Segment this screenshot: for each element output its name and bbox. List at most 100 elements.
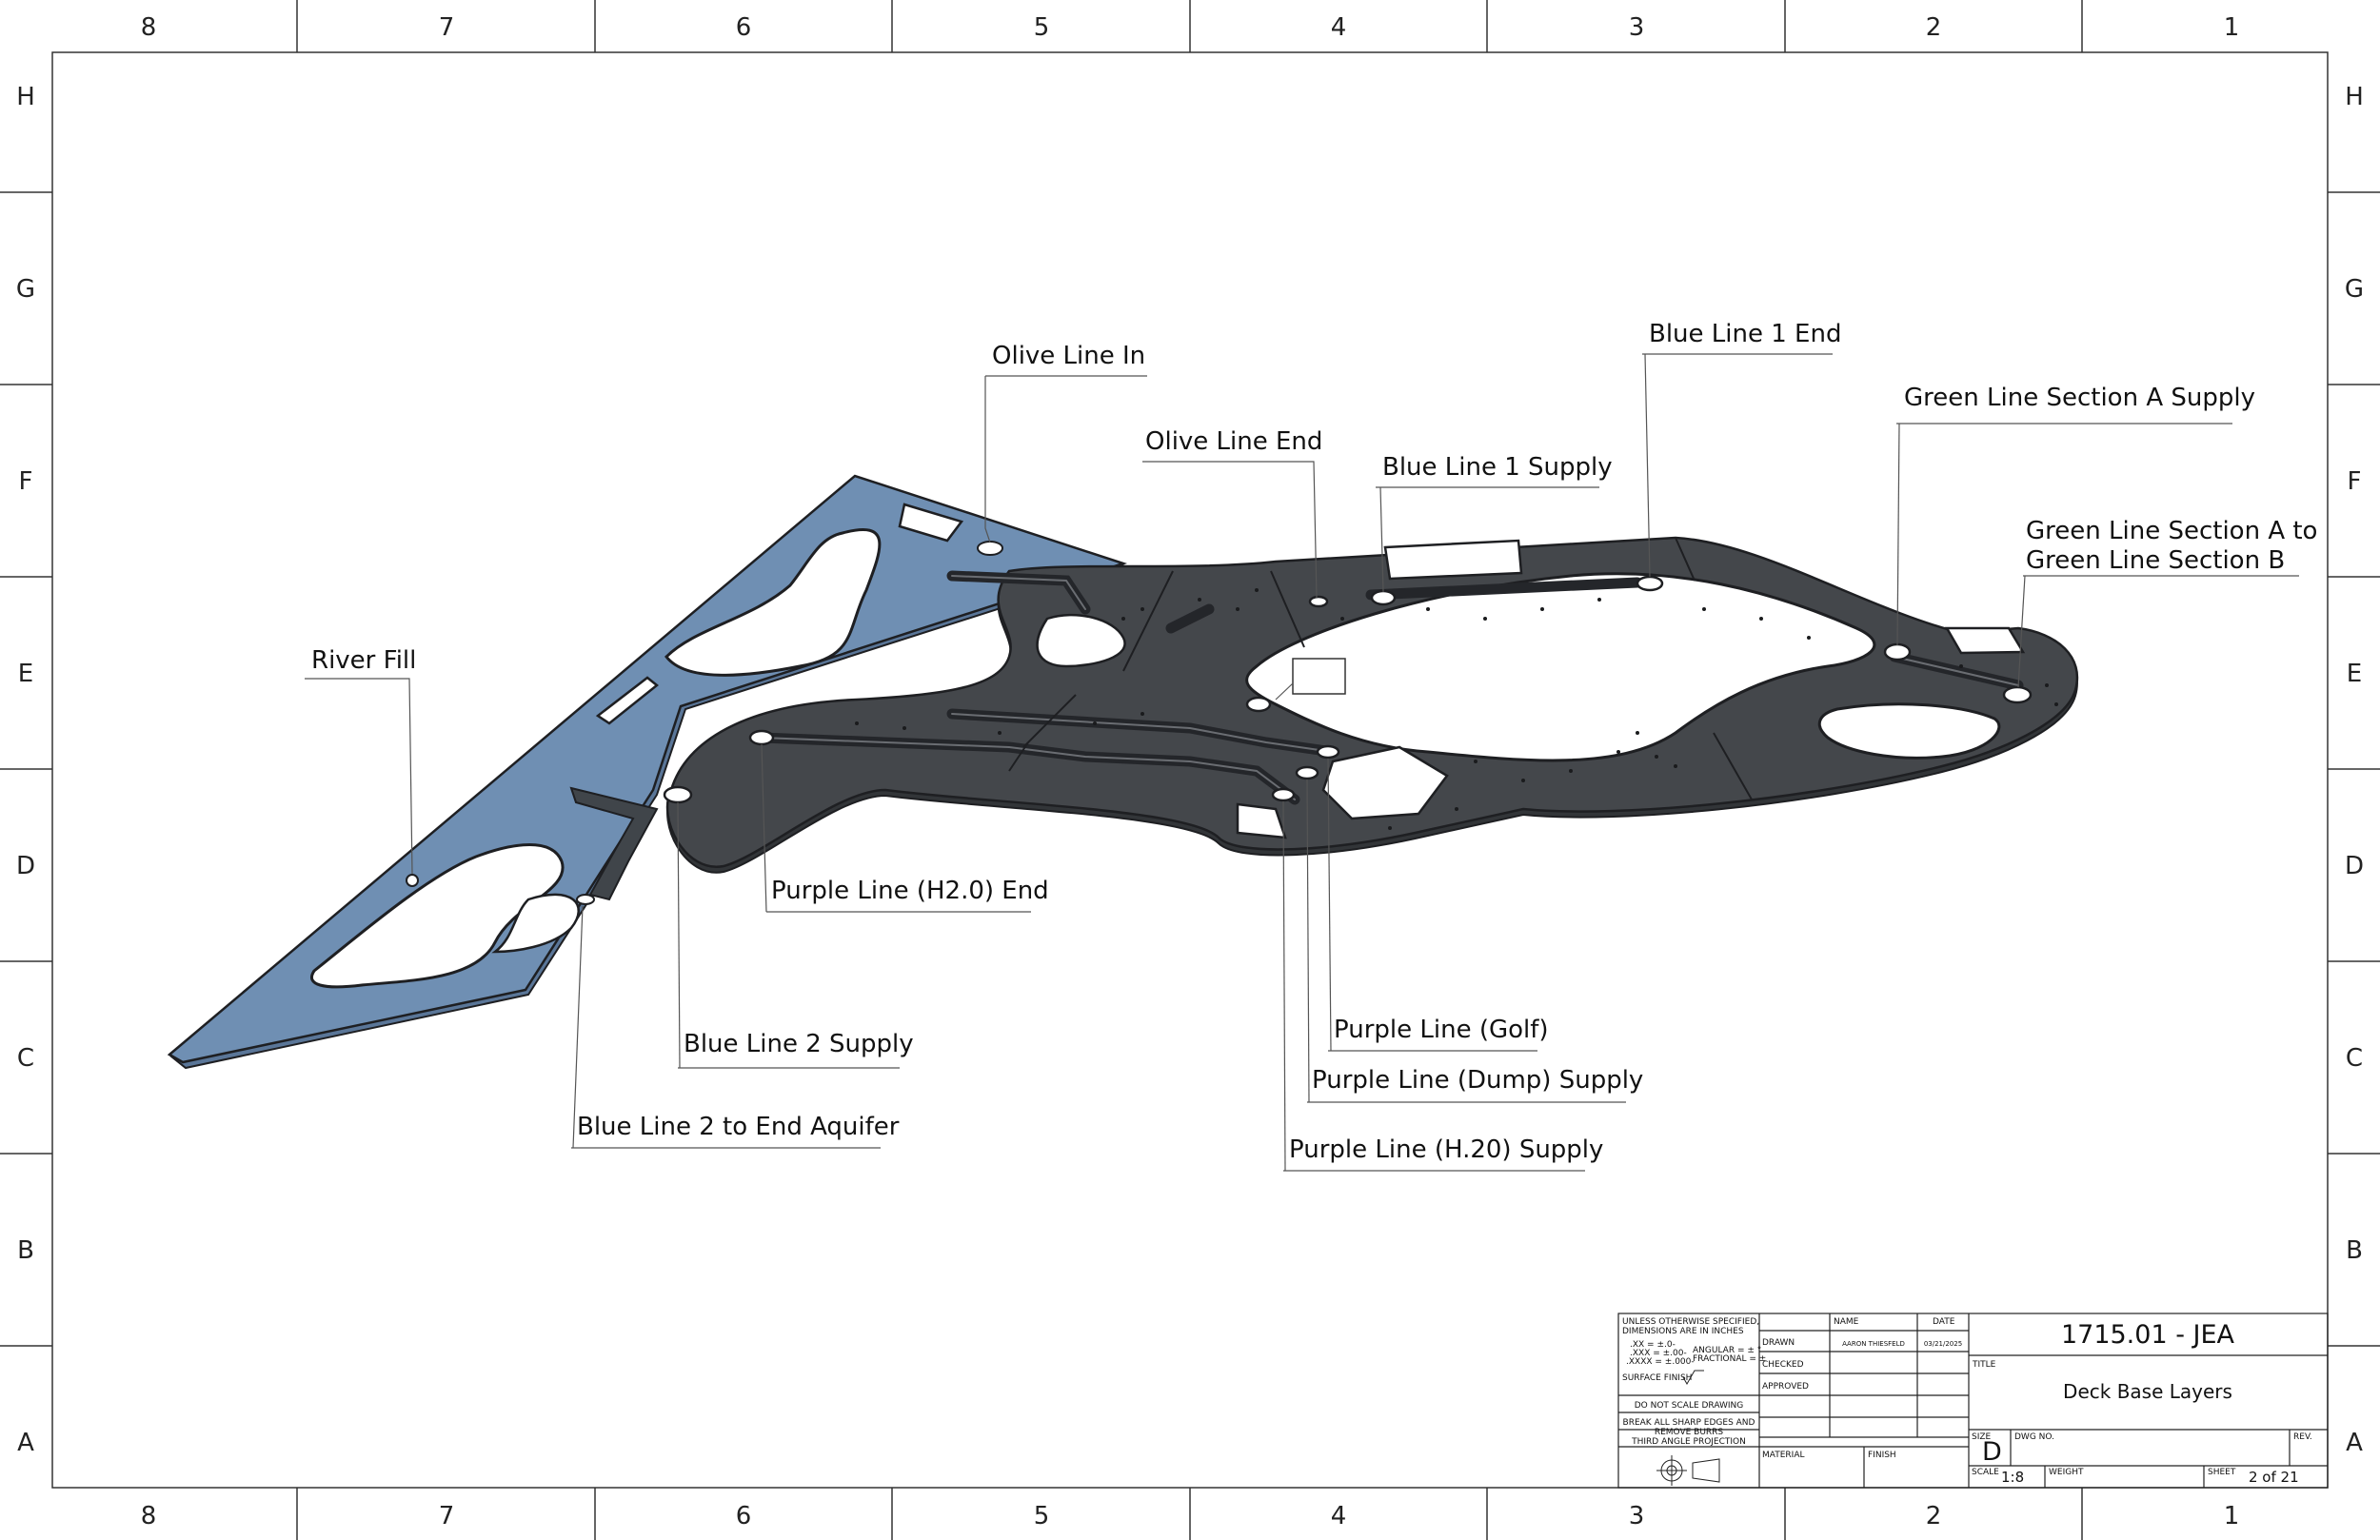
callout-river-fill: River Fill — [311, 646, 416, 675]
callout-blue-line-2-aquifer: Blue Line 2 to End Aquifer — [577, 1113, 900, 1141]
col-label-top: 1 — [2224, 13, 2240, 42]
break-edges-note: BREAK ALL SHARP EDGES AND — [1623, 1418, 1755, 1428]
tolerance-angular: ANGULAR = ± ° — [1693, 1346, 1761, 1355]
river-fill-port-icon — [406, 874, 419, 887]
drawing-title: Deck Base Layers — [2063, 1380, 2232, 1403]
sheet-label: SHEET — [2208, 1468, 2236, 1477]
size-value: D — [1982, 1437, 2002, 1467]
blue-line-2-supply-port-icon — [663, 785, 693, 804]
aquifer-cutout — [491, 893, 580, 954]
row-label-left: A — [17, 1429, 34, 1457]
callout-green-a-to-b-line2: Green Line Section B — [2026, 546, 2285, 575]
row-label-left: H — [16, 83, 35, 111]
col-label-bottom: 6 — [736, 1502, 752, 1530]
tolerance-note: DIMENSIONS ARE IN INCHES — [1622, 1327, 1744, 1336]
green-line-a-supply-port-icon — [1883, 642, 1912, 661]
blue-layer-cutout — [664, 527, 882, 677]
row-label-left: G — [16, 275, 35, 304]
col-label-top: 4 — [1331, 13, 1347, 42]
row-label-right: G — [2345, 275, 2364, 304]
col-label-top: 8 — [141, 13, 157, 42]
material-label: MATERIAL — [1762, 1451, 1805, 1460]
fastener-holes — [855, 588, 2058, 830]
purple-line-window — [1321, 745, 1449, 820]
row-label-left: B — [17, 1236, 34, 1265]
blue-line-1-supply-window — [1383, 539, 1523, 581]
do-not-scale-note: DO NOT SCALE DRAWING — [1635, 1401, 1744, 1411]
callout-olive-line-in: Olive Line In — [992, 342, 1145, 370]
zone-labels: 8 7 6 5 4 3 2 1 8 7 6 5 4 3 2 1 H G F E … — [16, 13, 2364, 1530]
checked-label: CHECKED — [1762, 1360, 1804, 1370]
callout-olive-line-end: Olive Line End — [1145, 427, 1322, 456]
olive-line-end-marker — [1292, 658, 1346, 695]
row-label-right: B — [2346, 1236, 2363, 1265]
callout-blue-line-1-end: Blue Line 1 End — [1649, 320, 1841, 348]
green-line-a-to-b-port-icon — [2002, 685, 2033, 704]
blue-base-layer — [167, 474, 1132, 1070]
col-label-bottom: 7 — [439, 1502, 455, 1530]
title-block: UNLESS OTHERWISE SPECIFIED, DIMENSIONS A… — [1617, 1313, 2329, 1489]
drawn-date: 03/21/2025 — [1924, 1340, 1962, 1348]
purple-dump-port-icon — [1295, 765, 1319, 780]
row-label-right: A — [2346, 1429, 2363, 1457]
scale-value: 1:8 — [2001, 1469, 2024, 1486]
callout-purple-h20-end: Purple Line (H2.0) End — [771, 877, 1049, 905]
row-label-left: F — [19, 467, 33, 496]
center-cutout — [1245, 572, 1876, 762]
size-label: SIZE — [1972, 1432, 1992, 1442]
row-label-right: C — [2346, 1044, 2363, 1073]
col-label-bottom: 1 — [2224, 1502, 2240, 1530]
blue-layer-slot — [898, 503, 964, 543]
callout-labels: Olive Line In Olive Line End Blue Line 1… — [311, 320, 2317, 1164]
purple-h20-end-port-icon — [748, 729, 775, 746]
callout-green-a-supply: Green Line Section A Supply — [1904, 384, 2255, 412]
drawn-name: AARON THIESFELD — [1842, 1340, 1905, 1348]
olive-line-end-port-icon — [1308, 595, 1329, 608]
col-label-top: 7 — [439, 13, 455, 42]
sheet-value: 2 of 21 — [2249, 1469, 2299, 1486]
row-label-right: E — [2347, 660, 2362, 688]
callout-purple-golf: Purple Line (Golf) — [1334, 1016, 1549, 1044]
approved-label: APPROVED — [1762, 1382, 1809, 1392]
blue-line-1-end-port-icon — [1636, 575, 1664, 592]
callout-blue-line-2-supply: Blue Line 2 Supply — [684, 1030, 914, 1058]
purple-port-icon — [1245, 696, 1272, 713]
purple-golf-port-icon — [1316, 744, 1340, 760]
river-cutout — [310, 843, 565, 989]
rev-label: REV. — [2293, 1432, 2312, 1442]
col-label-top: 2 — [1926, 13, 1942, 42]
col-label-bottom: 4 — [1331, 1502, 1347, 1530]
col-label-bottom: 8 — [141, 1502, 157, 1530]
callout-purple-h20-supply: Purple Line (H.20) Supply — [1289, 1135, 1603, 1164]
col-label-top: 5 — [1034, 13, 1050, 42]
right-loop-cutout — [1817, 702, 2001, 760]
purple-h20-supply-port-icon — [1271, 787, 1296, 802]
tolerance-note: UNLESS OTHERWISE SPECIFIED, — [1622, 1317, 1759, 1327]
scale-label: SCALE — [1972, 1468, 1999, 1477]
tolerance-xxx: .XXX = ±.00- — [1630, 1349, 1687, 1358]
name-header: NAME — [1834, 1317, 1859, 1327]
tolerance-xx: .XX = ±.0- — [1630, 1340, 1676, 1350]
row-label-left: D — [16, 852, 35, 880]
row-label-right: D — [2345, 852, 2364, 880]
break-edges-note: REMOVE BURRS — [1655, 1428, 1724, 1437]
leader-lines — [305, 353, 2299, 1172]
purple-line-slot — [1236, 802, 1287, 839]
callout-blue-line-1-supply: Blue Line 1 Supply — [1382, 453, 1613, 482]
row-label-left: E — [18, 660, 33, 688]
col-label-top: 3 — [1629, 13, 1645, 42]
col-label-bottom: 2 — [1926, 1502, 1942, 1530]
ports — [663, 575, 2033, 804]
col-label-top: 6 — [736, 13, 752, 42]
olive-line-in-port-icon — [977, 541, 1003, 556]
weight-label: WEIGHT — [2049, 1468, 2084, 1477]
aquifer-port-icon — [576, 894, 595, 905]
row-label-left: C — [17, 1044, 34, 1073]
third-angle-projection-icon — [1656, 1455, 1720, 1486]
drawn-label: DRAWN — [1762, 1338, 1795, 1348]
panel-seams — [1008, 537, 1753, 800]
tolerance-xxxx: .XXXX = ±.000- — [1626, 1357, 1695, 1367]
blue-layer-slot — [595, 676, 660, 725]
third-angle-label: THIRD ANGLE PROJECTION — [1631, 1437, 1746, 1447]
